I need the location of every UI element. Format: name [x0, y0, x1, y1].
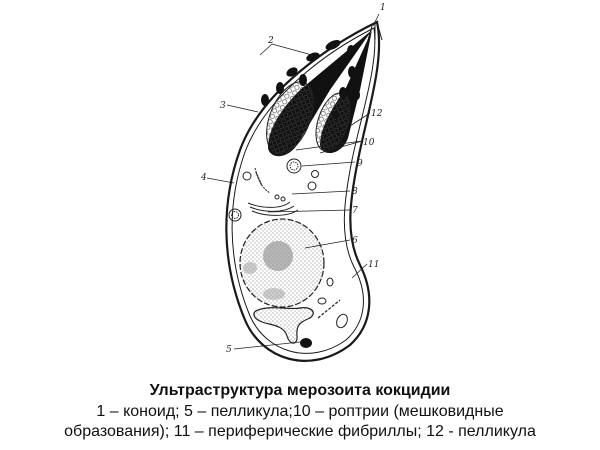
label-12: 12: [371, 109, 383, 119]
rhoptries: [266, 30, 372, 157]
label-2: 2: [267, 36, 274, 46]
er-fragments: [255, 171, 341, 319]
merozoite-diagram: 1 2 3 4 5 6 7 8 9 10 11 12: [200, 3, 386, 362]
nucleus: [239, 218, 325, 308]
label-10: 10: [363, 138, 375, 148]
label-7: 7: [352, 206, 358, 216]
label-11: 11: [368, 260, 379, 270]
micronemes: [261, 40, 360, 119]
label-4: 4: [200, 173, 207, 183]
label-5: 5: [226, 345, 232, 355]
label-8: 8: [352, 187, 358, 197]
leader-lines: [206, 13, 380, 350]
label-9: 9: [357, 159, 363, 169]
caption-title: Ультраструктура мерозоита кокцидии: [149, 382, 451, 399]
label-6: 6: [352, 236, 358, 246]
label-3: 3: [220, 101, 226, 111]
labels: 1 2 3 4 5 6 7 8 9 10 11 12: [200, 3, 386, 355]
caption-legend-line-1: 1 – коноид; 5 – пелликула;10 – роптрии (…: [96, 403, 504, 420]
residual-body: [253, 307, 314, 344]
caption-legend-line-2: образования); 11 – периферические фибрил…: [64, 423, 536, 440]
dense-body: [300, 338, 312, 348]
label-1: 1: [380, 3, 386, 13]
